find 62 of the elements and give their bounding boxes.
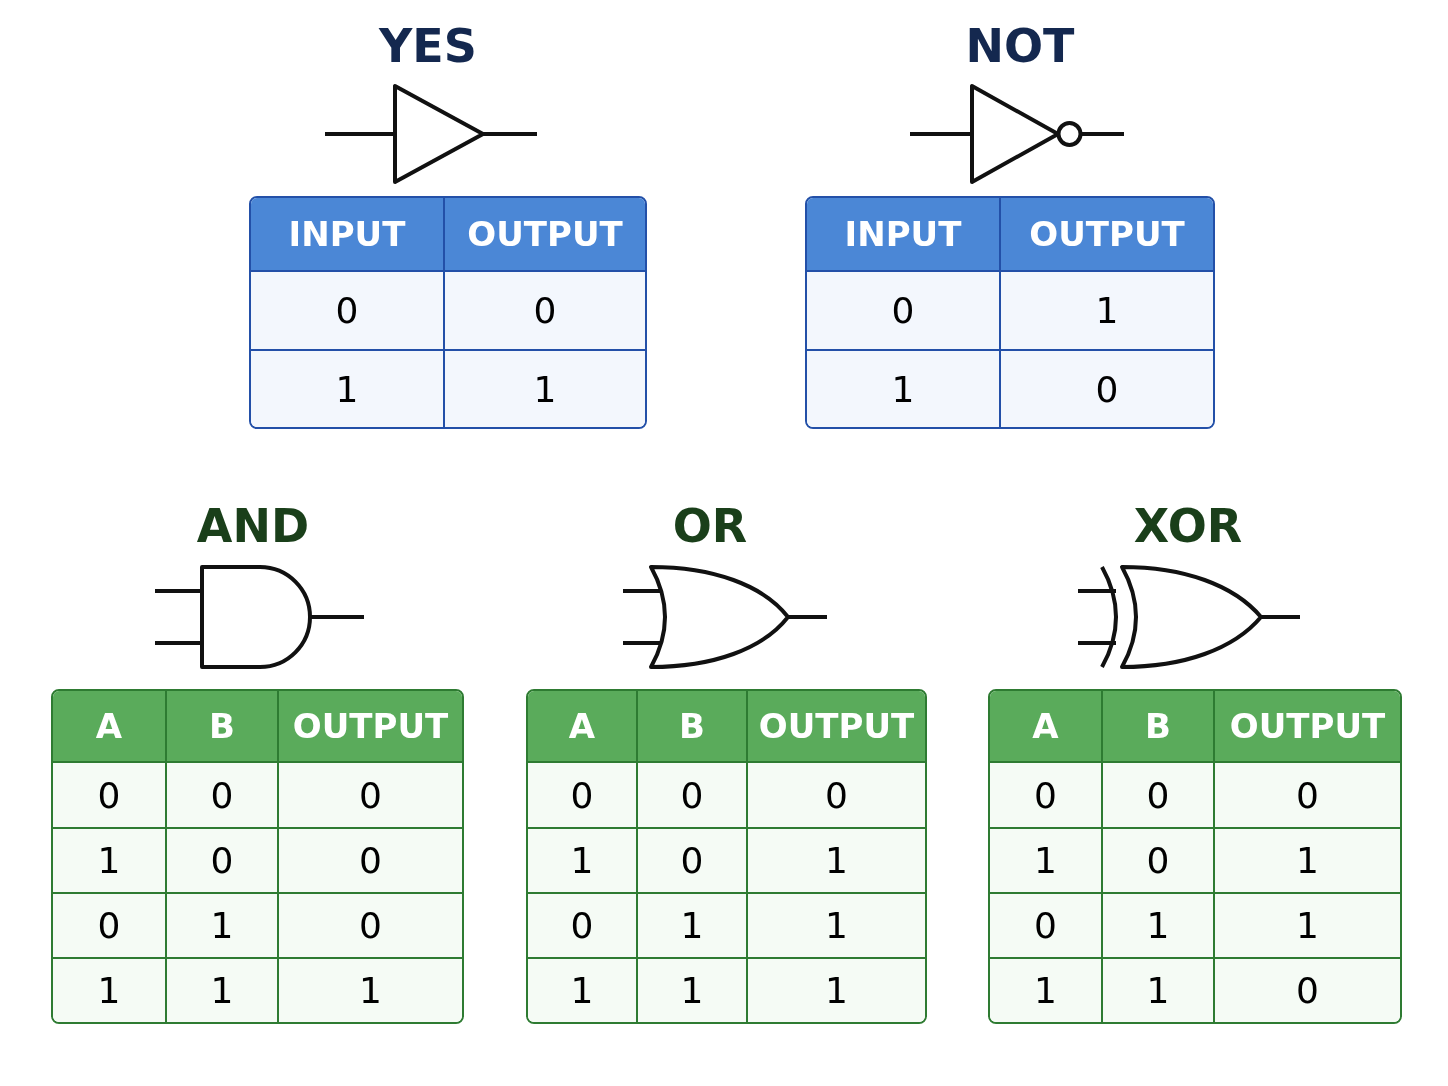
column-header: OUTPUT [1215, 691, 1400, 763]
table-value: 0 [528, 763, 638, 829]
table-value: 1 [528, 959, 638, 1022]
table-value: 1 [1103, 959, 1215, 1022]
table-value: 0 [1103, 763, 1215, 829]
gate-name: YES [378, 18, 478, 74]
table-value: 1 [167, 959, 279, 1022]
column-header: OUTPUT [445, 198, 645, 272]
column-header: OUTPUT [1001, 198, 1213, 272]
table-value: 0 [1215, 763, 1400, 829]
table-value: 1 [990, 959, 1103, 1022]
gate-name: AND [195, 498, 311, 554]
gate-name: NOT [964, 18, 1076, 74]
column-header: INPUT [251, 198, 445, 272]
table-value: 1 [53, 829, 167, 894]
table-value: 0 [990, 894, 1103, 959]
table-value: 0 [748, 763, 925, 829]
table-value: 0 [638, 829, 748, 894]
table-value: 1 [638, 894, 748, 959]
table-value: 1 [251, 351, 445, 427]
table-value: 0 [528, 894, 638, 959]
table-value: 0 [807, 272, 1001, 351]
table-value: 1 [279, 959, 462, 1022]
table-value: 0 [1103, 829, 1215, 894]
column-header: OUTPUT [279, 691, 462, 763]
table-value: 0 [167, 829, 279, 894]
table-value: 0 [53, 894, 167, 959]
table-value: 1 [53, 959, 167, 1022]
column-header: A [990, 691, 1103, 763]
column-header: A [528, 691, 638, 763]
table-value: 0 [990, 763, 1103, 829]
table-value: 0 [53, 763, 167, 829]
table-value: 0 [279, 829, 462, 894]
column-header: INPUT [807, 198, 1001, 272]
column-header: A [53, 691, 167, 763]
table-value: 1 [1215, 894, 1400, 959]
column-header: B [1103, 691, 1215, 763]
table-value: 1 [990, 829, 1103, 894]
table-value: 1 [638, 959, 748, 1022]
table-value: 1 [1215, 829, 1400, 894]
table-value: 0 [1215, 959, 1400, 1022]
table-value: 1 [748, 894, 925, 959]
column-header: B [167, 691, 279, 763]
gate-name: XOR [1132, 498, 1244, 554]
table-value: 1 [1103, 894, 1215, 959]
table-value: 1 [528, 829, 638, 894]
table-value: 1 [167, 894, 279, 959]
table-value: 1 [445, 351, 645, 427]
column-header: B [638, 691, 748, 763]
table-value: 0 [1001, 351, 1213, 427]
table-value: 0 [279, 763, 462, 829]
table-value: 0 [445, 272, 645, 351]
table-value: 0 [251, 272, 445, 351]
table-value: 0 [279, 894, 462, 959]
table-value: 0 [167, 763, 279, 829]
column-header: OUTPUT [748, 691, 925, 763]
table-value: 1 [1001, 272, 1213, 351]
gate-name: OR [671, 498, 749, 554]
table-value: 1 [748, 959, 925, 1022]
table-value: 1 [748, 829, 925, 894]
table-value: 0 [638, 763, 748, 829]
table-value: 1 [807, 351, 1001, 427]
